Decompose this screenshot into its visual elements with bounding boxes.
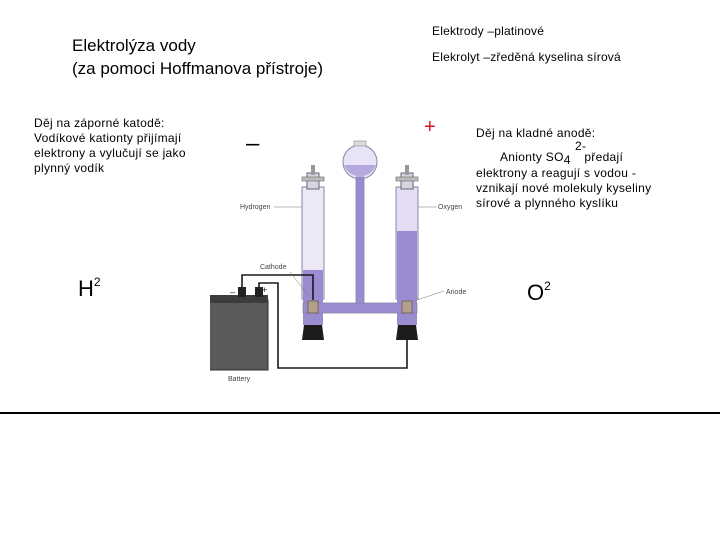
oxygen-index: 2 xyxy=(544,279,551,293)
oxygen-symbol: O xyxy=(527,280,545,305)
title-line-2: (za pomoci Hoffmanova přístroje) xyxy=(72,59,324,78)
anode-line-2-post: předají xyxy=(584,150,624,164)
battery-label: Battery xyxy=(228,376,251,383)
right-stopper xyxy=(396,325,418,340)
electrodes-note: Elektrody –platinové xyxy=(432,24,545,38)
sulfate-subscript: 4 xyxy=(563,153,571,167)
cathode-line-1: Děj na záporné katodě: xyxy=(34,116,165,130)
anode-line-5: sírové a plynného kyslíku xyxy=(476,196,619,210)
oxygen-label: Oxygen xyxy=(438,204,462,211)
anode-line-3: elektrony a reagují s vodou - xyxy=(476,166,637,180)
bottom-divider xyxy=(0,412,720,414)
hydrogen-label: Hydrogen xyxy=(240,204,270,211)
title-line-1: Elektrolýza vody xyxy=(72,36,196,55)
cathode-wire xyxy=(241,274,314,300)
cathode-electrode xyxy=(307,300,319,314)
hydrogen-symbol: H xyxy=(78,276,94,301)
anode-line-2-pre: Anionty SO xyxy=(500,150,564,164)
anode-label: Anode xyxy=(446,289,466,296)
anode-line-1: Děj na kladné anodě: xyxy=(476,126,596,140)
hoffman-apparatus: – + Battery Hydrogen Oxygen Cathode Anod… xyxy=(210,140,466,383)
cathode-line-3: elektrony a vylučují se jako xyxy=(34,146,186,160)
minus-sign: – xyxy=(246,130,260,157)
left-stopper xyxy=(302,325,324,340)
hydrogen-formula: H2 xyxy=(78,275,101,302)
anode-electrode xyxy=(401,300,413,314)
cathode-description: Děj na záporné katodě: Vodíkové kationty… xyxy=(34,116,204,176)
plus-sign: + xyxy=(424,116,436,138)
battery-minus: – xyxy=(230,287,235,297)
connecting-tube xyxy=(302,302,418,314)
hydrogen-index: 2 xyxy=(93,275,101,289)
oxygen-formula: O2 xyxy=(527,279,551,306)
cathode-line-4: plynný vodík xyxy=(34,161,105,175)
page-title: Elektrolýza vody (za pomoci Hoffmanova p… xyxy=(72,34,323,80)
anode-wire xyxy=(258,282,408,369)
cathode-line-2: Vodíkové kationty přijímají xyxy=(34,131,182,145)
anode-description-rest: elektrony a reagují s vodou - vznikají n… xyxy=(476,166,686,211)
electrolyte-note: Elekrolyt –zředěná kyselina sírová xyxy=(432,50,621,64)
cathode-label: Cathode xyxy=(260,264,287,271)
battery xyxy=(210,299,269,371)
reservoir-stem xyxy=(355,176,365,310)
anode-line-4: vznikají nové molekuly kyseliny xyxy=(476,181,652,195)
battery-plus: + xyxy=(262,285,267,295)
anode-line-2: Anionty SO4 předají xyxy=(500,150,624,167)
sulfate-charge: 2- xyxy=(575,139,587,153)
anode-description: Děj na kladné anodě: xyxy=(476,126,676,141)
